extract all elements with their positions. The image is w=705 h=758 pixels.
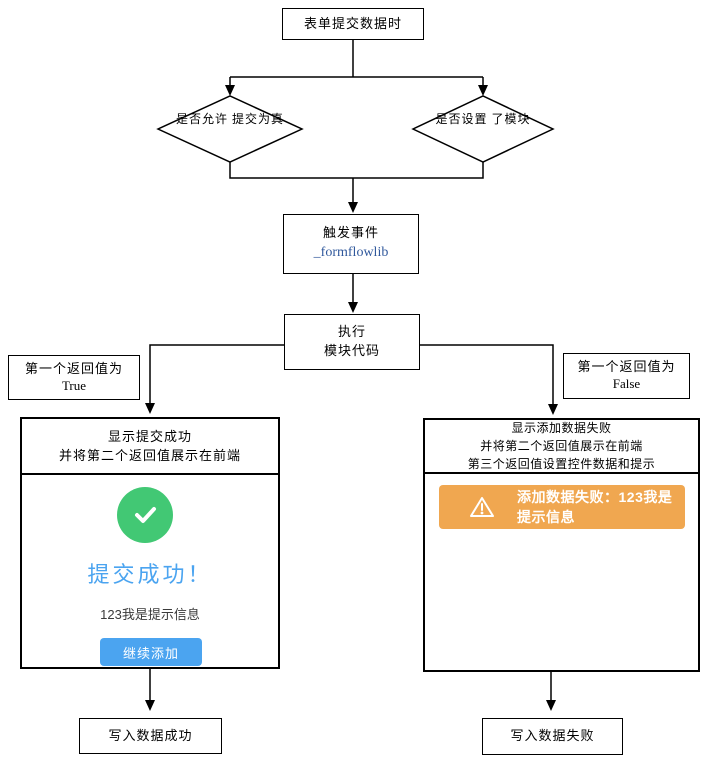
success-branch-header: 显示提交成功 并将第二个返回值展示在前端 bbox=[22, 419, 278, 475]
start-node: 表单提交数据时 bbox=[282, 8, 424, 40]
trigger-event-node: 触发事件 _formflowlib bbox=[283, 214, 419, 274]
alert-text: 添加数据失败：123我是提示信息 bbox=[517, 489, 673, 525]
submit-success-title: 提交成功！ bbox=[87, 562, 213, 587]
fail-branch-header: 显示添加数据失败 并将第二个返回值展示在前端 第三个返回值设置控件数据和提示 bbox=[425, 420, 698, 474]
submit-success-message: 123我是提示信息 bbox=[100, 607, 200, 622]
decision-diamond-allow-submit bbox=[156, 95, 304, 163]
warning-triangle-icon bbox=[469, 495, 495, 519]
label-return-true: 第一个返回值为 True bbox=[8, 355, 140, 400]
decision-diamond-module-set bbox=[411, 95, 555, 163]
label-return-false: 第一个返回值为 False bbox=[563, 353, 690, 399]
start-node-label: 表单提交数据时 bbox=[303, 15, 402, 31]
continue-add-button[interactable]: 继续添加 bbox=[100, 638, 202, 666]
end-node-write-fail: 写入数据失败 bbox=[482, 718, 623, 755]
fail-branch-panel: 显示添加数据失败 并将第二个返回值展示在前端 第三个返回值设置控件数据和提示 添… bbox=[423, 418, 700, 672]
fail-preview: 添加数据失败：123我是提示信息 bbox=[425, 474, 698, 670]
add-data-failed-alert: 添加数据失败：123我是提示信息 bbox=[439, 485, 685, 529]
decision-module-set-label: 是否设置 了模块 bbox=[435, 112, 531, 126]
end-node-write-success: 写入数据成功 bbox=[79, 718, 222, 754]
check-circle-icon bbox=[117, 487, 173, 543]
trigger-event-label: 触发事件 bbox=[322, 225, 379, 241]
decision-allow-submit-label: 是否允许 提交为真 bbox=[175, 112, 285, 126]
arrowhead-icons bbox=[145, 85, 558, 711]
execute-module-node: 执行 模块代码 bbox=[284, 314, 420, 370]
success-branch-panel: 显示提交成功 并将第二个返回值展示在前端 提交成功！ 123我是提示信息 继续添… bbox=[20, 417, 280, 669]
formflowlib-label: _formflowlib bbox=[313, 245, 389, 261]
success-preview: 提交成功！ 123我是提示信息 继续添加 bbox=[22, 475, 278, 669]
